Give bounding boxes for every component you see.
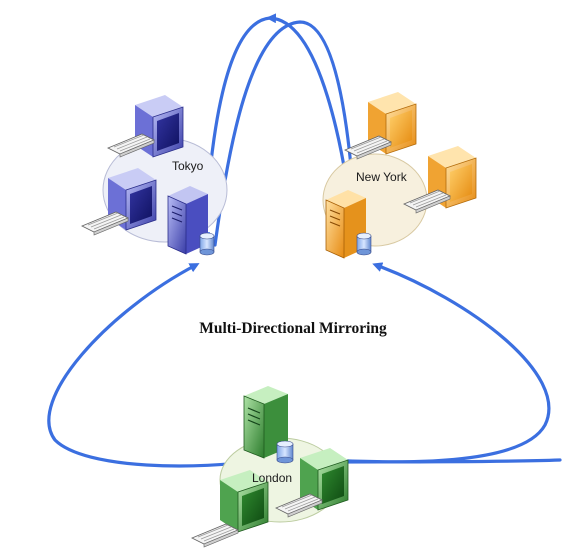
tokyo-keyboard-2 — [81, 211, 129, 236]
london-monitor-2 — [220, 470, 269, 533]
site-tokyo: Tokyo — [81, 95, 228, 256]
site-label-tokyo: Tokyo — [172, 159, 204, 173]
tokyo-monitor-1 — [135, 95, 184, 158]
newyork-database-icon — [356, 232, 372, 256]
london-database-icon — [276, 440, 294, 464]
arrow-tokyo-to-top — [213, 20, 361, 247]
london-keyboard-2 — [191, 523, 239, 548]
mirror-arrows — [47, 13, 562, 468]
arrow-to-london — [326, 456, 562, 467]
site-newyork: New York — [322, 92, 477, 259]
site-label-newyork: New York — [356, 170, 408, 184]
site-label-london: London — [252, 471, 292, 485]
tokyo-database-icon — [199, 232, 215, 256]
arrow-london-to-tokyo — [47, 263, 264, 468]
site-london: London — [191, 386, 349, 548]
arrow-london-to-newyork — [318, 262, 551, 464]
diagram-title: Multi-Directional Mirroring — [199, 320, 387, 337]
